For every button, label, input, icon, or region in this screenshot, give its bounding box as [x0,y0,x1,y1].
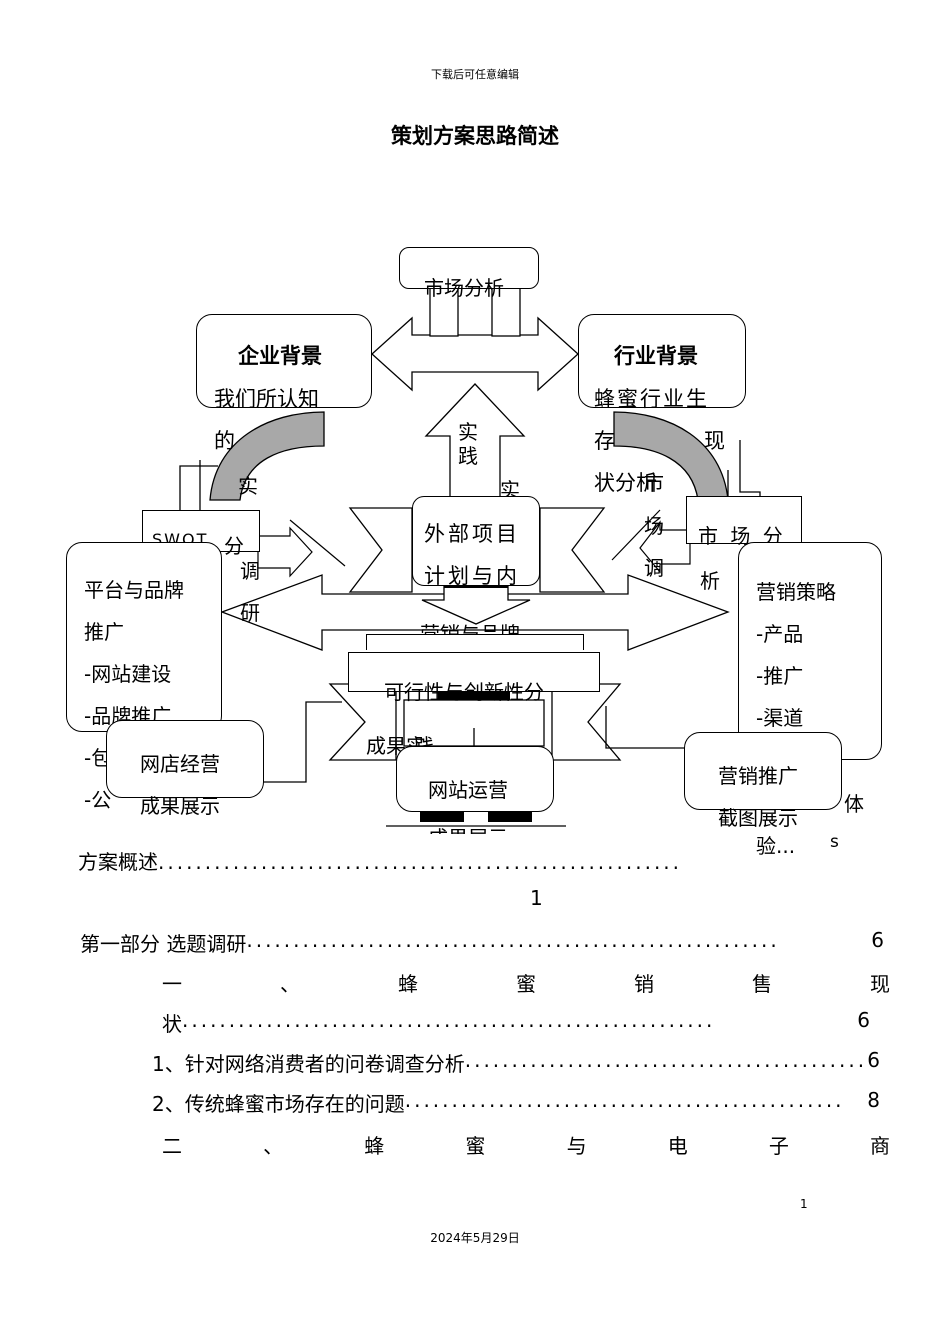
industry-box [578,314,746,408]
toc-sec2-char: 与 [566,1134,587,1158]
strategy-line7: s [830,832,839,852]
toc-item1[interactable]: 1、针对网络消费者的问卷调查分析........................… [152,1048,880,1077]
feasibility-box [366,634,584,650]
toc-sec2-char: 蜂 [364,1134,385,1158]
page-title: 策划方案思路简述 [391,124,559,148]
strategy-line1: 营销策略 [756,580,836,604]
strategy-line2: -产品 [756,622,804,646]
chang-right-label: 场 [644,514,664,538]
promo-title: 营销推广 [718,764,798,788]
xi-right-label: 析 [700,569,720,593]
toc-sec2-char: 子 [768,1134,789,1158]
toc-item2-label: 2、传统蜂蜜市场存在的问题 [152,1092,405,1116]
website-sub: 成果展示 [428,822,508,834]
market-analysis-label: 市场分析 [424,276,504,300]
external-line2: 计划与内 [424,564,520,588]
toc-overview-label: 方案概述 [78,850,158,874]
double-arrow-top [371,316,579,392]
toc-sec2-char: 、 [263,1134,284,1158]
external-line1: 外部项目 [424,522,520,546]
platform-line1: 平台与品牌 [84,578,184,602]
toc-sec1-char: 蜂 [398,972,418,996]
toc-sec1-tail-dots: ........................................… [182,1008,716,1032]
diao-left-label: 调 [240,559,260,583]
toc-item2-dots: ........................................… [404,1088,845,1112]
strategy-line5: 体 [844,792,864,816]
toc-part1-dots: ........................................… [246,928,780,952]
shop-sub: 成果展示 [140,794,220,818]
toc-sec1-char: 售 [752,972,772,996]
curved-arrow-left [209,411,325,501]
toc-overview-page: 1 [530,886,543,910]
promo-sub: 截图展示 [718,806,798,830]
toc-overview[interactable]: 方案概述....................................… [78,846,884,875]
industry-line2: 存 [594,429,615,453]
shi-left-label: 实 [238,474,258,498]
chevron-bottom-right [551,683,622,761]
toc-item2-page: 8 [867,1088,880,1112]
platform-line3: -网站建设 [84,662,172,686]
enterprise-line1: 我们所认知 [214,387,319,411]
chevron-right [539,507,606,593]
shop-operation-box [106,720,264,798]
toc-item1-label: 1、针对网络消费者的问卷调查分析 [152,1052,465,1076]
toc-sec1-tail-page: 6 [857,1008,870,1032]
industry-line3: 状分析 [594,471,657,495]
shi-right-label: 市 [644,471,664,495]
external-plan-box [412,496,540,586]
toc-item1-page: 6 [867,1048,880,1072]
chevron-left [348,507,413,593]
toc-sec2-char: 二 [162,1134,182,1158]
shop-title: 网店经营 [140,752,220,776]
toc-sec1-line[interactable]: 一 、 蜂 蜜 销 售 现 [162,968,890,997]
industry-line1: 蜂蜜行业生 [594,387,709,411]
toc-sec2-char: 蜜 [465,1134,486,1158]
toc-sec1-tail[interactable]: 状.......................................… [162,1008,870,1037]
page-number: 1 [800,1197,808,1211]
toc-sec1-char: 现 [870,972,890,996]
toc-sec1-tail-label: 状 [162,1012,182,1036]
page-header: 下载后可任意编辑 [431,68,519,81]
yan-left-label: 研 [240,601,260,625]
toc-sec2-char: 商 [869,1134,890,1158]
connector-market-right [491,283,521,337]
market-research-box [686,496,802,544]
enterprise-title: 企业背景 [238,344,322,368]
website-operation-box [396,746,554,812]
toc-item1-dots: ........................................… [464,1048,868,1072]
toc-part1-label: 第一部分 选题调研 [80,932,247,956]
fen-label: 分 [224,534,244,558]
market-analysis-box [399,247,539,289]
toc-overview-dots: ........................................… [158,850,683,874]
website-title: 网站运营 [428,778,508,802]
platform-line2: 推广 [84,620,124,644]
strategy-line6: 验... [756,834,796,858]
toc-sec2-line[interactable]: 二 、 蜂 蜜 与 电 子 商 [162,1130,890,1159]
industry-title: 行业背景 [614,344,698,368]
industry-line2b: 现 [704,429,725,453]
toc-sec1-char: 一 [162,972,182,996]
flow-diagram [177,283,764,827]
toc-sec1-char: 、 [280,972,300,996]
footer-date: 2024年5月29日 [430,1231,520,1245]
toc-part1-page: 6 [871,928,884,952]
platform-brand-box [66,542,222,732]
feasibility-main-box [348,652,600,692]
toc-sec1-char: 蜜 [516,972,536,996]
toc-sec1-char: 销 [634,972,654,996]
enterprise-box [196,314,372,408]
strategy-line3: -推广 [756,664,804,688]
toc-sec2-char: 电 [667,1134,688,1158]
marketing-promo-box [684,732,842,810]
diao-right-label: 调 [644,556,664,580]
toc-item2[interactable]: 2、传统蜂蜜市场存在的问题...........................… [152,1088,880,1117]
toc-part1[interactable]: 第一部分 选题调研...............................… [80,928,884,957]
enterprise-line2: 的 [214,429,235,453]
marketing-strategy-box [738,542,882,760]
platform-line6: -公 [84,788,112,812]
practice-up-label: 实 践 [458,420,478,468]
strategy-line4: -渠道 [756,706,804,730]
feasibility-label: 可行性与创新性分 [384,680,544,704]
